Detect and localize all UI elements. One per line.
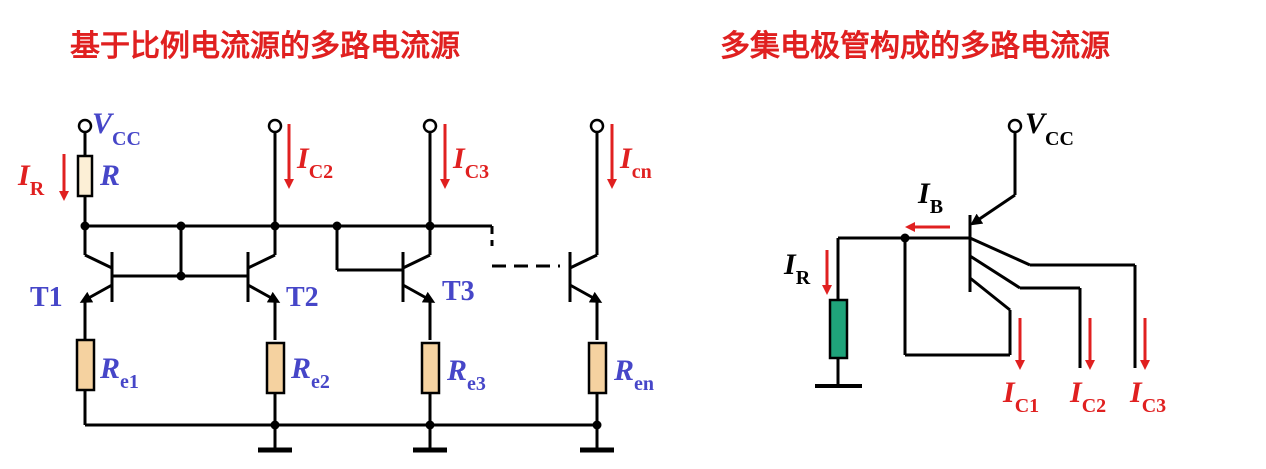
reference-resistor-right <box>828 298 849 360</box>
ic3-label: IC3 <box>452 142 489 183</box>
transistor-t1 <box>79 226 114 340</box>
ic1-label-right: IC1 <box>1002 376 1039 417</box>
t1-label: T1 <box>30 282 63 313</box>
right-title: 多集电极管构成的多路电流源 <box>720 29 1110 64</box>
vcc-label-left: VCC <box>92 107 141 150</box>
output-terminal-c2 <box>267 118 283 134</box>
transistor-t3 <box>335 118 438 340</box>
t2-label: T2 <box>286 282 319 313</box>
left-circuit: VCC IR R IC2 IC3 Icn T1 T2 T3 Re1 Re2 Re… <box>17 107 654 453</box>
ib-label: IB <box>917 177 943 218</box>
ground-symbols-left <box>258 425 614 453</box>
reference-resistor <box>76 154 94 198</box>
t3-label: T3 <box>442 276 475 307</box>
transistor-t2 <box>246 118 283 340</box>
left-title: 基于比例电流源的多路电流源 <box>70 29 460 64</box>
vcc-terminal-left <box>77 118 93 134</box>
ic2-label-right: IC2 <box>1069 376 1106 417</box>
re3-label: Re3 <box>446 354 486 395</box>
ic2-label: IC2 <box>296 142 333 183</box>
ic3-label-right: IC3 <box>1129 376 1166 417</box>
right-circuit: VCC IB IR IC1 IC2 IC3 <box>783 107 1166 417</box>
re2-label: Re2 <box>290 352 330 393</box>
output-terminal-cn <box>589 118 605 134</box>
r-label: R <box>99 159 120 192</box>
transistor-tn <box>568 118 605 340</box>
output-terminal-c3 <box>422 118 438 134</box>
resistor-ren <box>587 341 608 395</box>
ir-label-right: IR <box>783 248 811 289</box>
resistor-re2 <box>265 341 286 395</box>
resistor-re3 <box>420 341 441 395</box>
ren-label: Ren <box>613 354 654 395</box>
vcc-terminal-right <box>1007 118 1023 134</box>
resistor-re1 <box>75 338 96 392</box>
ir-label-left: IR <box>17 159 45 200</box>
vcc-label-right: VCC <box>1025 107 1074 150</box>
icn-label: Icn <box>619 142 652 183</box>
re1-label: Re1 <box>99 352 139 393</box>
